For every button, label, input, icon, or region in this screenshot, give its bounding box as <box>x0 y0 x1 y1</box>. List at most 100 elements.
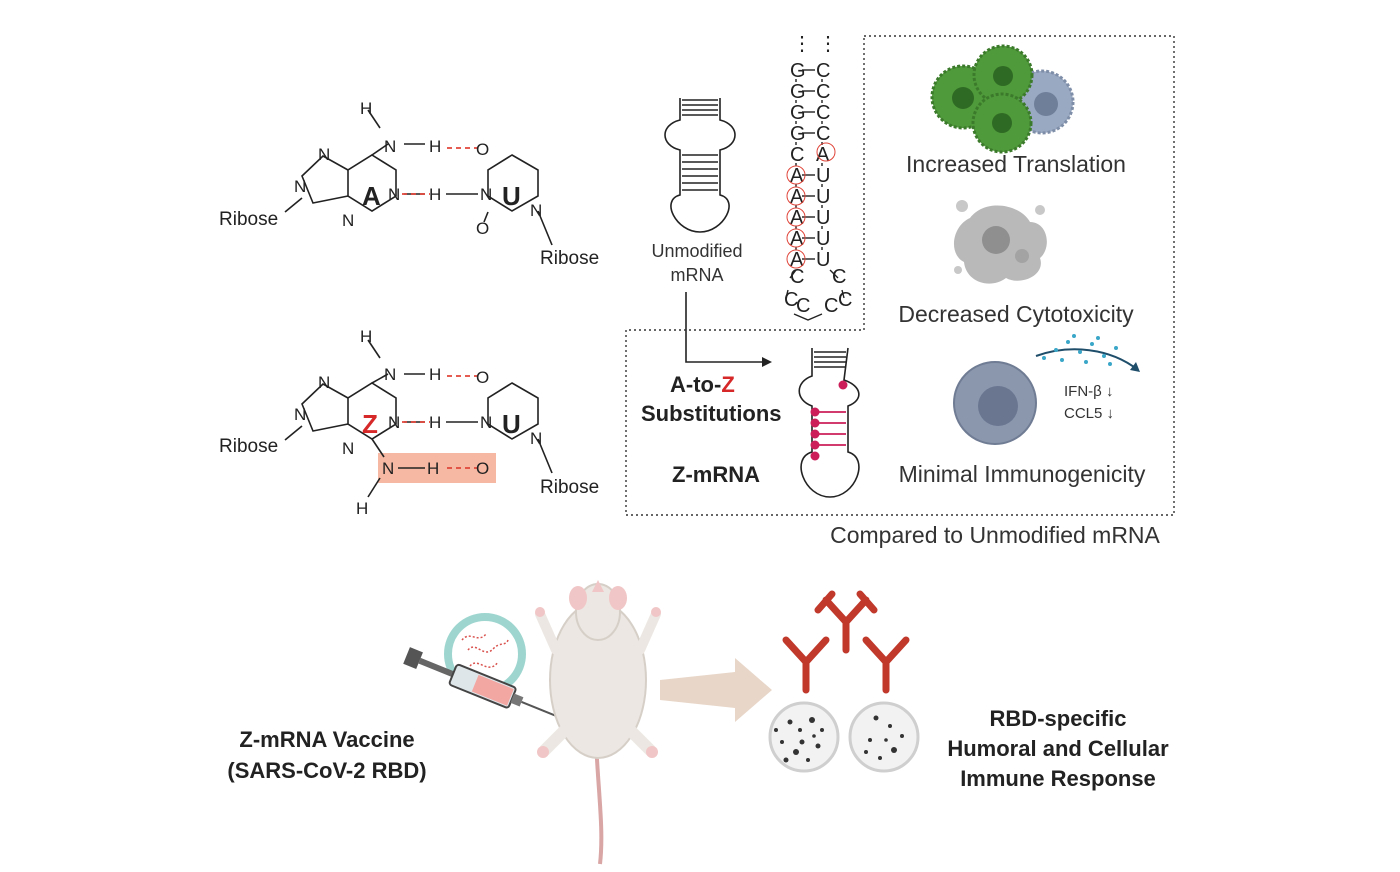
mrna-label: mRNA <box>671 265 724 285</box>
ribose-label: Ribose <box>219 436 278 457</box>
flow-arrow <box>685 292 770 363</box>
atom-n: N <box>382 459 394 478</box>
loop-letter: C <box>796 295 810 317</box>
sequence-letter: G <box>790 123 806 145</box>
base-u-label: U <box>502 181 521 211</box>
sequence-letter: U <box>816 186 830 208</box>
hairpin-outline <box>664 98 736 233</box>
loop-backbone <box>785 269 845 321</box>
loop-letter: C <box>824 295 838 317</box>
sequence-letter: C <box>790 144 804 166</box>
antibody-icons <box>782 590 910 694</box>
sequence-letter: C <box>816 81 830 103</box>
adenosine-marker <box>786 207 806 227</box>
loop-letter: C <box>832 266 846 288</box>
syringe-icon <box>403 647 560 718</box>
sequence-letter: A <box>790 165 804 187</box>
ifn-beta-label: IFN-β ↓ <box>1064 383 1113 400</box>
continuation-dots: ⋮ <box>818 33 838 55</box>
atom-n: N <box>294 177 306 196</box>
ribose-label: Ribose <box>540 477 599 498</box>
atom-n: N <box>318 145 330 164</box>
vaccine-antigen-label: (SARS-CoV-2 RBD) <box>227 758 426 783</box>
atom-n: N <box>530 429 542 448</box>
sequence-letter: A <box>790 228 804 250</box>
sequence-letter: U <box>816 207 830 229</box>
atom-o: O <box>476 368 489 387</box>
atom-h: H <box>429 137 441 156</box>
adenosine-marker <box>816 142 836 162</box>
minimal-immunogenicity-label: Minimal Immunogenicity <box>899 461 1146 487</box>
loop-letter: C <box>790 266 804 288</box>
atom-o: O <box>476 459 489 478</box>
atom-n: N <box>480 185 492 204</box>
adenosine-marker <box>786 186 806 206</box>
sequence-letter: U <box>816 165 830 187</box>
decreased-cytotoxicity-label: Decreased Cytotoxicity <box>898 301 1134 327</box>
elispot-wells <box>768 701 920 773</box>
ccl5-label: CCL5 ↓ <box>1064 405 1114 422</box>
result-arrow <box>660 658 772 722</box>
sequence-letter: G <box>790 81 806 103</box>
adenosine-marker <box>786 165 806 185</box>
adenosine-marker <box>786 228 806 248</box>
base-z-label: Z <box>362 409 378 439</box>
response-label-1: RBD-specific <box>990 706 1127 731</box>
zu-base-pair: N H H O N H N N N N N N H O H Z U Ribose… <box>219 327 599 518</box>
atom-n: N <box>388 185 400 204</box>
sequence-letter: U <box>816 228 830 250</box>
atom-n: N <box>530 201 542 220</box>
substitutions-block: A-to-Z Substitutions Z-mRNA <box>641 372 782 487</box>
atom-h: H <box>429 365 441 384</box>
atom-n: N <box>342 439 354 458</box>
uracil-ring <box>487 154 539 212</box>
sequence-letter: C <box>816 60 830 82</box>
atom-n: N <box>384 137 396 156</box>
atom-h: H <box>360 99 372 118</box>
unmodified-hairpin: Unmodified mRNA <box>651 98 772 367</box>
base-u-label: U <box>502 409 521 439</box>
atom-n: N <box>342 211 354 230</box>
adenosine-marker <box>786 249 806 269</box>
zmrna-outline <box>798 347 860 498</box>
sequence-letter: A <box>790 249 804 271</box>
zmrna-label: Z-mRNA <box>672 462 760 487</box>
substitutions-label-2: Substitutions <box>641 401 782 426</box>
effects-box <box>625 35 1175 516</box>
continuation-dots: ⋮ <box>792 33 812 55</box>
atom-n: N <box>480 413 492 432</box>
compared-caption: Compared to Unmodified mRNA <box>830 522 1160 548</box>
ribose-label: Ribose <box>540 248 599 269</box>
au-base-pair: N H H O N H N O N N N N A U Ribose Ribos… <box>219 99 599 269</box>
atom-n: N <box>318 373 330 392</box>
mouse-icon <box>535 580 661 865</box>
sequence-letter: A <box>790 207 804 229</box>
response-label-3: Immune Response <box>960 766 1156 791</box>
response-label-2: Humoral and Cellular <box>947 736 1169 761</box>
loop-letter: C <box>838 289 852 311</box>
atom-h: H <box>427 459 439 478</box>
loop-letter: C <box>784 289 798 311</box>
base-a-label: A <box>362 181 381 211</box>
sequence-letter: G <box>790 60 806 82</box>
atom-h: H <box>429 413 441 432</box>
increased-translation-label: Increased Translation <box>906 151 1126 177</box>
dead-cell-icon <box>953 200 1047 284</box>
translation-cells-icon <box>930 44 1075 154</box>
imidazole-ring <box>301 155 349 204</box>
zmrna-hairpin <box>798 347 860 498</box>
sequence-letter: A <box>790 186 804 208</box>
unmodified-label: Unmodified <box>651 241 742 261</box>
ribose-label: Ribose <box>219 209 278 230</box>
sequence-letter: C <box>816 102 830 124</box>
atom-n: N <box>388 413 400 432</box>
atom-h: H <box>360 327 372 346</box>
substitutions-label: A-to-Z <box>670 372 735 397</box>
sequence-letter: U <box>816 249 830 271</box>
atom-h: H <box>356 499 368 518</box>
atom-n: N <box>294 405 306 424</box>
atom-o: O <box>476 219 489 238</box>
atom-h: H <box>429 185 441 204</box>
